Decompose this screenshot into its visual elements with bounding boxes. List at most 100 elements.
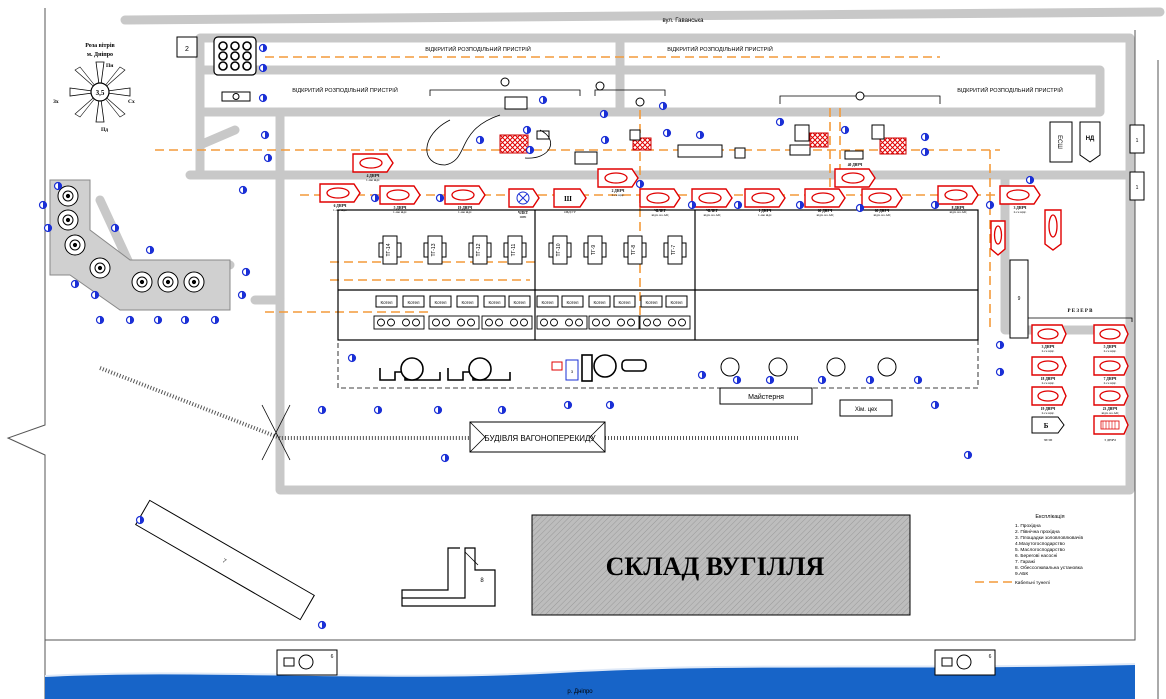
svg-text:ЧЛЕТ: ЧЛЕТ (518, 211, 529, 215)
boiler: Котел (402, 295, 425, 308)
svg-text:3 ДНРЧ: 3 ДНРЧ (1014, 206, 1027, 210)
svg-text:Хім. цех: Хім. цех (855, 407, 877, 413)
turbine-row: ТГ-14 ТГ-13 ТГ-12 ТГ-11 ТГ-10 ТГ-9 (378, 235, 687, 265)
svg-text:2-ге відг.: 2-ге відг. (1042, 411, 1055, 415)
svg-text:ОБД ГУ: ОБД ГУ (564, 210, 576, 214)
railway (99, 366, 800, 461)
svg-text:8: 8 (480, 578, 484, 584)
reserve-grid-unit: 3 ДНРЧ (1093, 415, 1129, 442)
transformer: 2 ДНРЧ 2-ге відг. (597, 168, 639, 197)
boiler: Котел (561, 295, 584, 308)
legend-item: 8. Обессолювальна установка (1015, 565, 1083, 571)
svg-text:1-ше відг.: 1-ше відг. (333, 208, 347, 212)
turbine-label: ТГ-13 (431, 243, 437, 256)
svg-text:4 ДНРЧ: 4 ДНРЧ (367, 174, 380, 178)
svg-text:60 ДНРЧ: 60 ДНРЧ (875, 209, 890, 213)
svg-text:Майстерня: Майстерня (748, 393, 784, 401)
abk-9: 9 (1009, 259, 1029, 339)
svg-text:Котел: Котел (618, 300, 630, 305)
reserve-transformer: 3 ДНРЧ 2-ге відг. (1031, 324, 1067, 353)
svg-text:Ш: Ш (564, 195, 572, 203)
svg-text:Котел: Котел (461, 300, 473, 305)
turbine-label: ТГ-9 (591, 245, 597, 255)
svg-text:1-ше відг.: 1-ше відг. (758, 213, 772, 217)
svg-text:23 ДНРЧ: 23 ДНРЧ (1103, 407, 1118, 411)
svg-text:Котел: Котел (407, 300, 419, 305)
boiler: Котел (456, 295, 479, 308)
transformer: 1 ДНРЧ 1-ше відг. (744, 188, 786, 217)
reserve-transformer: 7 ДНРЧ 2-ге відг. (1093, 356, 1129, 385)
turbine-label: ТГ-7 (671, 245, 677, 255)
vertical-transformers (990, 209, 1062, 256)
coal-storage: СКЛАД ВУГІЛЛЯ (531, 514, 911, 616)
wind-rose: Роза вітрів м. Дніпро 3,5 Пн Пд Сх Зх (53, 43, 135, 133)
svg-text:7: 7 (221, 558, 227, 565)
svg-text:відп. на АЦ: відп. на АЦ (950, 210, 967, 214)
river: р. Дніпро (44, 663, 1136, 699)
garage-building-7: 7 (135, 499, 315, 621)
fans-row (379, 354, 897, 382)
svg-text:Котел: Котел (541, 300, 553, 305)
switchyard-label-4: ВІДКРИТИЙ РОЗПОДІЛЬНИЙ ПРИСТРІЙ (957, 86, 1063, 94)
svg-text:19 ДНРЧ: 19 ДНРЧ (1041, 407, 1056, 411)
transformer-row: 6 ДНРЧ 1-ше відг. 4 ДНРЧ 1-ше відг. 5 ДН… (319, 153, 1041, 219)
svg-text:18 ДНРЧ: 18 ДНРЧ (1041, 377, 1056, 381)
chem-shop: Хім. цех (839, 399, 893, 417)
boiler: Котел (613, 295, 636, 308)
legend-item: 7. Гаражі (1015, 559, 1035, 565)
turbine-unit: ТГ-7 (663, 235, 687, 265)
boiler: Котел (508, 295, 531, 308)
turbine-unit: ТГ-14 (378, 235, 402, 265)
roads (95, 33, 1135, 495)
reserve-transformer: 18 ДНРЧ 2-ге відг. (1031, 356, 1067, 385)
north-gate-2: 2 (176, 36, 198, 58)
svg-text:Сх: Сх (128, 99, 135, 105)
transformer: ЧІЛЕТ відп. на АЦ (691, 188, 733, 217)
svg-text:2-ге відг.: 2-ге відг. (612, 193, 625, 197)
wind-rose-city: м. Дніпро (87, 52, 113, 58)
boiler: Котел (375, 295, 398, 308)
transformer: 3 ДНРЧ 2-ге відг. (999, 185, 1041, 214)
transformer: 60 ДНРЧ відп. на АЦ (861, 188, 903, 217)
legend-item: 3. Площадки золовловлювачів (1015, 535, 1083, 541)
svg-text:3 ДНРЧ: 3 ДНРЧ (1042, 345, 1055, 349)
svg-text:ЧЄЗП: ЧЄЗП (1044, 438, 1053, 442)
desalination-8: 8 (401, 547, 496, 607)
turbine-label: ТГ-14 (386, 243, 392, 256)
legend: Експлікація 1. Прохідна 2. Північна прох… (975, 514, 1083, 586)
legend-item: 1. Прохідна (1015, 523, 1041, 529)
boiler: Котел (483, 295, 506, 308)
svg-text:НД: НД (1086, 136, 1095, 142)
svg-text:БУДІВЛЯ ВАГОНОПЕРЕКИДУ: БУДІВЛЯ ВАГОНОПЕРЕКИДУ (484, 434, 596, 443)
boiler: Котел (536, 295, 559, 308)
street-label: вул. Гаванська (663, 18, 705, 24)
boiler: Котел (640, 295, 663, 308)
svg-text:1: 1 (1136, 138, 1139, 144)
legend-cable-label: Кабельні тунелі (1015, 580, 1050, 586)
svg-text:7 ДНРЧ: 7 ДНРЧ (1104, 377, 1117, 381)
svg-text:Зх: Зх (53, 99, 59, 105)
svg-text:2-ге відг.: 2-ге відг. (1104, 349, 1117, 353)
svg-text:3 ДНРЧ: 3 ДНРЧ (1104, 438, 1116, 442)
reserve-b-unit: Б ЧЄЗП (1031, 416, 1065, 442)
transformer: 8 ДНРЧ відп. на АЦ (937, 185, 979, 214)
svg-text:ЧІЛЕТ: ЧІЛЕТ (706, 209, 718, 213)
svg-text:1: 1 (1136, 185, 1139, 191)
gate-1-bottom: 1 (1129, 171, 1145, 201)
svg-text:1-ше відг.: 1-ше відг. (458, 210, 472, 214)
legend-item: 2. Північна прохідна (1015, 529, 1060, 535)
switchyard-label-3: ВІДКРИТИЙ РОЗПОДІЛЬНИЙ ПРИСТРІЙ (292, 86, 398, 94)
svg-text:5 ДНРЧ: 5 ДНРЧ (1104, 345, 1117, 349)
transformer: 6 ДНРЧ 1-ше відг. (319, 183, 361, 212)
svg-text:Пн: Пн (106, 63, 114, 69)
turbine-unit: ТГ-11 (503, 235, 527, 265)
river-label: р. Дніпро (567, 689, 593, 695)
transformer: 5 ДНРЧ 1-ше відг. (379, 185, 421, 214)
turbine-unit: ТГ-10 (548, 235, 572, 265)
svg-text:2-ге відг.: 2-ге відг. (1042, 381, 1055, 385)
svg-text:6 ДНРЧ: 6 ДНРЧ (334, 204, 347, 208)
main-building (337, 209, 979, 389)
wind-rose-value: 3,5 (96, 89, 105, 97)
svg-text:19 ДНРЧ: 19 ДНРЧ (458, 206, 473, 210)
